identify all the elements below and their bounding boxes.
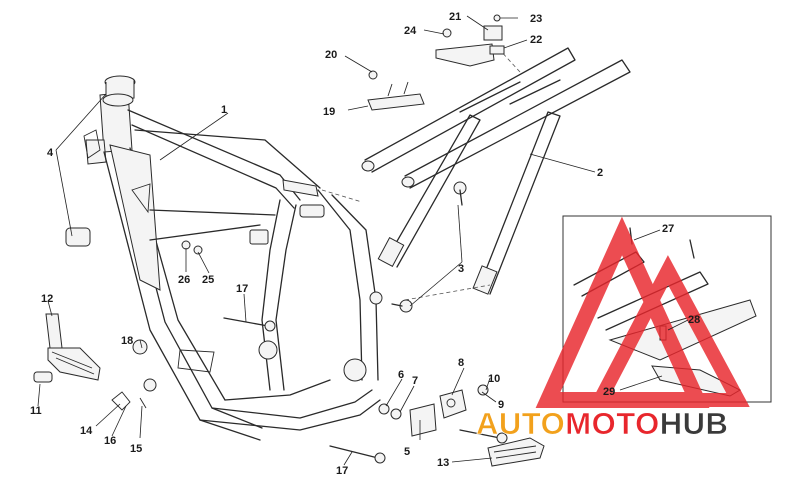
callout-16: 16 [104,435,116,447]
head-guard [65,129,101,247]
rear-subframe [361,47,631,295]
callout-15: 15 [130,443,142,455]
callout-10: 10 [488,373,500,385]
bolts [132,181,508,464]
callout-2: 2 [597,167,603,179]
leader-lines [37,15,689,466]
left-footpeg [33,313,147,411]
engine-mount [409,389,467,437]
callout-8: 8 [458,357,464,369]
callout-11: 11 [30,405,42,417]
watermark-hub: HUB [660,406,729,441]
callout-17-upper: 17 [236,283,248,295]
callout-19: 19 [323,106,335,118]
callout-24: 24 [404,25,417,37]
callout-26: 26 [178,274,190,286]
main-frame [85,75,383,441]
callout-9: 9 [498,399,504,411]
assembly-line [404,284,491,301]
callout-21: 21 [449,11,461,23]
callout-numbers: 1 2 3 4 5 6 7 8 9 10 11 12 13 14 15 16 1… [30,11,700,477]
callout-6: 6 [398,369,404,381]
callout-25: 25 [202,274,214,286]
callout-5: 5 [404,446,410,458]
assembly-line [321,189,363,203]
right-footpeg [487,437,545,467]
callout-17-lower: 17 [336,465,348,477]
svg-text:AUTOMOTOHUB: AUTOMOTOHUB [476,406,728,441]
watermark-moto: MOTO [565,406,659,441]
callout-13: 13 [437,457,449,469]
watermark-auto: AUTO [476,406,565,441]
callout-23: 23 [530,13,542,25]
callout-4: 4 [47,147,54,159]
callout-18: 18 [121,335,133,347]
callout-3: 3 [458,263,464,275]
watermark-text: AUTOMOTOHUB [476,406,728,442]
callout-29: 29 [603,386,615,398]
watermark-logo-shape [535,216,750,408]
callout-28: 28 [688,314,700,326]
callout-20: 20 [325,49,337,61]
assembly-line [497,47,521,73]
callout-7: 7 [412,375,418,387]
callout-1: 1 [221,104,227,116]
callout-12: 12 [41,293,53,305]
upper-brackets [367,14,505,111]
callout-27: 27 [662,223,674,235]
callout-14: 14 [80,425,93,437]
callout-22: 22 [530,34,542,46]
